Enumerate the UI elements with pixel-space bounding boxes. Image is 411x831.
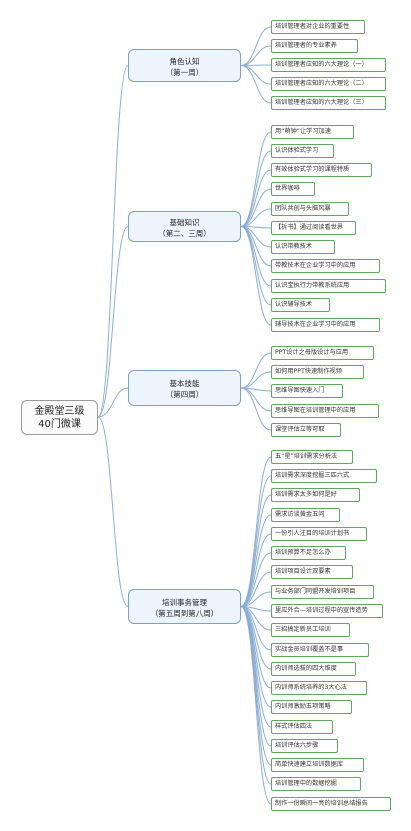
branch-subtitle: （第二、三周） [158,228,211,238]
topic-leaf: 认识体验式学习 [271,144,334,158]
topic-leaf: 带教技术在企业学习中的应用 [271,259,380,273]
topic-leaf: 样式评估四法 [271,720,333,734]
topic-leaf: 与业务部门同盟开发培训项目 [271,585,374,599]
branch-basic-skills: 基本技能 （第四周） [128,370,241,406]
branch-to-leaf-connector [240,150,272,227]
topic-leaf: 培训预算不足怎么办 [271,546,346,560]
topic-leaf: 培训管理中的数据挖掘 [271,777,361,791]
topic-leaf: 思维导图在培训管理中的应用 [271,404,379,418]
topic-leaf: 认识宝执行力带教系统应用 [271,279,386,293]
topic-leaf: 三招搞定新员工培训 [271,623,350,637]
topic-leaf: 培训评估六步骤 [271,739,338,753]
topic-leaf: 培训管理者应知的六大理论（二） [271,77,386,91]
topic-leaf: 培训项目设计双要素 [271,565,353,579]
branch-to-leaf-connector [240,514,272,607]
branch-to-leaf-connector [240,456,272,607]
root-to-branch-connector [97,65,129,418]
branch-to-leaf-connector [240,65,272,85]
topic-leaf: 里应外合—培训过程中的宣传造势 [271,604,383,618]
topic-leaf: 内训师系统培养的3大心法 [271,681,367,695]
topic-leaf: 简单快速建立培训数据库 [271,758,364,772]
branch-title: 培训事务管理 [162,597,207,607]
topic-leaf: 内训师激励五项策略 [271,700,352,714]
topic-leaf: 培训需求太多如何是好 [271,488,360,502]
branch-title: 基本技能 [169,379,200,388]
branch-to-leaf-connector [240,475,272,607]
branch-role-cognition: 角色认知 （第一周） [128,49,241,82]
branch-to-leaf-connector [240,533,272,607]
topic-leaf: 培训管理者对企业的重要性 [271,20,365,34]
root-node: 金殿堂三级 40门微课 [21,400,98,435]
topic-leaf: 内训师选拔的四大维度 [271,662,356,676]
branch-to-leaf-connector [240,65,272,104]
topic-leaf: 【拆书】通过阅读看世界 [271,221,356,235]
branch-to-leaf-connector [240,208,272,227]
topic-leaf: 认识辅导技术 [271,298,330,312]
branch-to-leaf-connector [240,45,272,66]
root-line-2: 40门微课 [38,419,81,430]
branch-to-leaf-connector [240,226,272,306]
branch-to-leaf-connector [240,371,272,389]
branch-title: 角色认知 [169,56,200,66]
topic-leaf: 培训管理者应知的六大理论（三） [271,96,386,110]
topic-leaf: 一份引人注目的培训计划书 [271,527,367,541]
branch-to-leaf-connector [240,494,272,607]
branch-title: 基础知识 [169,217,200,227]
branch-training-management: 培训事务管理 （第五周到第八周） [128,589,241,624]
branch-basic-knowledge: 基础知识 （第二、三周） [128,211,241,242]
topic-leaf: 思维导图快速入门 [271,384,343,398]
topic-leaf: 培训管理者的专业素养 [271,39,358,53]
topic-leaf: 如何用PPT快速制作视频 [271,365,364,379]
topic-leaf: 用“萌钟”让学习加速 [271,125,354,139]
branch-to-leaf-connector [240,606,272,785]
branch-to-leaf-connector [240,131,272,227]
branch-subtitle: （第一周） [165,67,204,77]
branch-to-leaf-connector [240,26,272,66]
branch-subtitle: （第四周） [165,390,204,399]
root-to-branch-connector [97,226,129,418]
root-line-1: 金殿堂三级 [34,406,85,417]
topic-leaf: 有效体验式学习的课程特质 [271,163,372,177]
root-to-branch-connector [97,387,129,418]
topic-leaf: 认识带教技术 [271,240,335,254]
topic-leaf: PPT设计之母版设计与应用 [271,346,374,360]
topic-leaf: 制作一份瞬间一亮的培训总结报告 [271,797,391,811]
topic-leaf: 实战金员培训覆盖不是事 [271,643,369,657]
branch-to-leaf-connector [240,64,272,66]
branch-to-leaf-connector [240,606,272,805]
branch-to-leaf-connector [240,387,272,431]
topic-leaf: 团队共创与头脑风暴 [271,202,349,216]
branch-to-leaf-connector [240,188,272,227]
topic-leaf: 辅导技术在企业学习中的应用 [271,318,380,332]
branch-to-leaf-connector [240,352,272,389]
branch-to-leaf-connector [240,226,272,326]
topic-leaf: 课堂评估立等可取 [271,423,341,437]
topic-leaf: 世界咖啡 [271,182,315,196]
branch-subtitle: （第五周到第八周） [150,608,219,618]
branch-to-leaf-connector [240,571,272,607]
topic-leaf: 培训需求深度挖掘三匹六式 [271,469,377,483]
root-to-branch-connector [97,416,129,607]
topic-leaf: 培训管理者应知的六大理论（一） [271,58,386,72]
topic-leaf: 需求访谈黄金五问 [271,508,340,522]
branch-to-leaf-connector [240,591,272,607]
topic-leaf: 五“星”培训需求分析法 [271,450,353,464]
